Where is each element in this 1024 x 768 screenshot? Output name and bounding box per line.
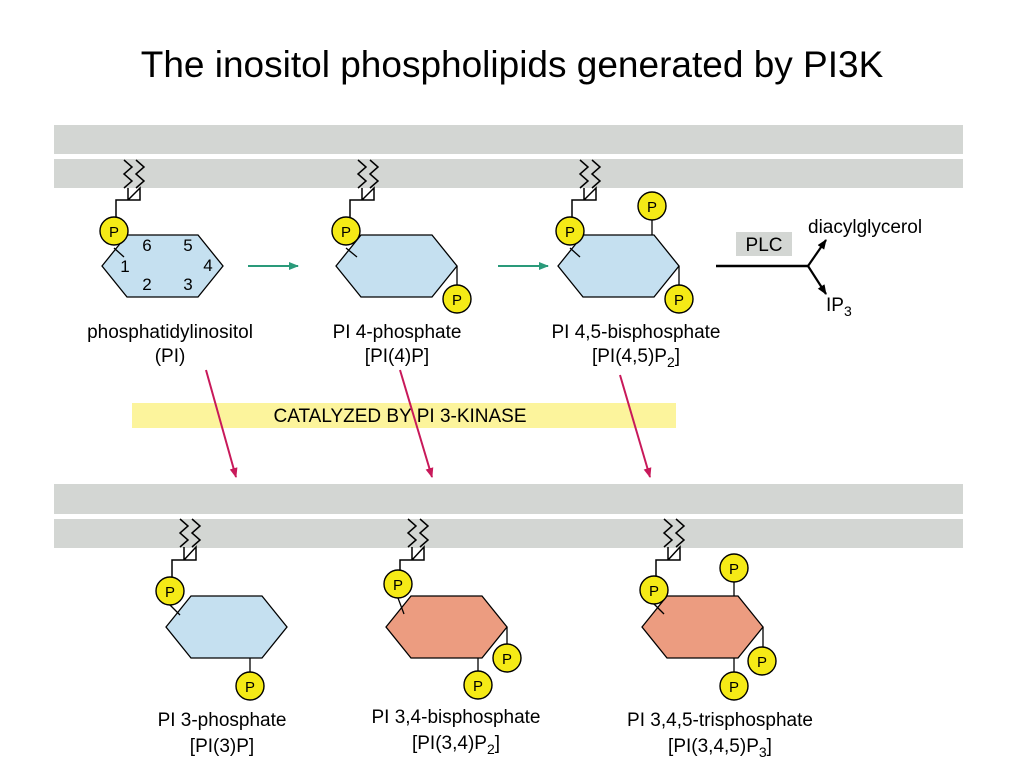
product-diacylglycerol: diacylglycerol [808,217,922,238]
pi34p2-name: PI 3,4-bisphosphate [371,707,540,728]
svg-text:P: P [109,224,119,241]
plc-label-box [736,232,792,256]
ring-pi3p [165,595,288,659]
tail-pi [115,159,146,218]
bond-pip3-p1 [653,603,665,615]
ring-pos-4: 4 [203,256,212,275]
svg-text:P: P [393,577,403,594]
top-membrane-inner-leaflet [54,159,963,188]
phosphate-pi-1: P [99,216,129,246]
ring-pip3 [641,595,764,659]
bottom-membrane [54,484,963,548]
ring-pos-3: 3 [183,275,192,294]
ring-pos-6: 6 [142,236,151,255]
catalyzed-banner-text: CATALYZED BY PI 3-KINASE [273,406,526,427]
svg-text:P: P [245,679,255,696]
ring-pi4p [335,234,458,298]
phosphate-pi3p-1: P [155,576,185,606]
phosphate-pi4p-1: P [331,216,361,246]
pi45p2-abbr: [PI(4,5)P2] [592,346,680,370]
molecule-pi34p2: P P P PI 3,4-bisphosphate [PI(3,4)P2] [371,518,541,757]
catalyzed-banner [132,403,676,428]
bond-pi3p-p1 [169,604,181,616]
svg-text:P: P [473,678,483,695]
bond-pi34p2-p1 [397,597,405,615]
tail-pi34p2 [399,518,430,572]
ring-pos-2: 2 [142,275,151,294]
svg-text:P: P [165,584,175,601]
bottom-membrane-outer-leaflet [54,484,963,514]
phosphate-pi34p2-1: P [383,569,413,599]
plc-arrow-ip3 [807,265,827,295]
top-membrane-outer-leaflet [54,125,963,154]
plc-reaction: PLC diacylglycerol IP3 [716,217,922,319]
top-membrane [54,125,963,188]
pi-name: phosphatidylinositol [87,322,253,343]
molecule-pip3: P P P P PI 3,4,5-trisphosphate [PI(3,4,5… [627,518,813,760]
svg-text:P: P [647,199,657,216]
tail-pi4p [349,159,380,218]
svg-text:P: P [565,224,575,241]
ring-pi34p2 [385,595,508,659]
svg-text:P: P [649,583,659,600]
phosphate-pip3-4: P [747,646,777,676]
bottom-membrane-inner-leaflet [54,519,963,548]
pi45p2-name: PI 4,5-bisphosphate [551,322,720,343]
svg-text:P: P [757,654,767,671]
pi4p-name: PI 4-phosphate [333,322,462,343]
pi3p-name: PI 3-phosphate [158,710,287,731]
pi34p2-abbr: [PI(3,4)P2] [412,733,500,757]
pi4p-abbr: [PI(4)P] [365,346,429,367]
molecule-pi: P 1 2 3 4 5 6 phosphatidylinositol (PI) [87,159,253,367]
tail-pip3 [655,518,686,578]
molecule-pi4p: P P PI 4-phosphate [PI(4)P] [331,159,472,367]
ring-pos-1: 1 [120,257,129,276]
bond-pi4p-p1 [345,247,358,258]
svg-text:P: P [729,679,739,696]
phosphate-pi45p2-1: P [555,216,585,246]
pi-abbr: (PI) [155,346,186,367]
molecule-pi3p: P P PI 3-phosphate [PI(3)P] [155,518,288,757]
plc-label: PLC [746,235,783,256]
plc-arrow-dag [807,239,827,267]
tail-pi45p2 [571,159,602,218]
slide-title: The inositol phospholipids generated by … [140,44,884,85]
svg-text:P: P [452,292,462,309]
phosphate-pip3-3: P [719,671,749,701]
phosphate-pi3p-3: P [235,671,265,701]
product-ip3: IP3 [826,295,852,319]
molecule-pi45p2: P P P PI 4,5-bisphosphate [PI(4,5)P2] [551,159,721,370]
svg-text:P: P [341,224,351,241]
phosphate-pi34p2-4: P [492,643,522,673]
svg-text:P: P [502,651,512,668]
tail-pi3p [171,518,202,578]
svg-text:P: P [729,561,739,578]
arrow-pi45p2-to-pip3 [619,374,652,478]
pip3-abbr: [PI(3,4,5)P3] [668,736,772,760]
phosphate-pi45p2-4: P [664,284,694,314]
phosphate-pi34p2-3: P [463,670,493,700]
bond-pi45p2-p1 [569,247,581,258]
svg-text:P: P [674,292,684,309]
phosphate-pi4p-4: P [442,284,472,314]
phosphate-pi45p2-5: P [637,191,667,221]
pi3p-abbr: [PI(3)P] [190,736,254,757]
phosphate-pip3-5: P [719,553,749,583]
arrow-pi-to-pi3p [205,369,238,478]
phosphate-pip3-1: P [639,575,669,605]
arrow-pi4p-to-pi34p2 [399,369,434,478]
ring-pos-5: 5 [183,236,192,255]
pip3-name: PI 3,4,5-trisphosphate [627,710,813,731]
bond-pi-p1 [113,247,125,258]
